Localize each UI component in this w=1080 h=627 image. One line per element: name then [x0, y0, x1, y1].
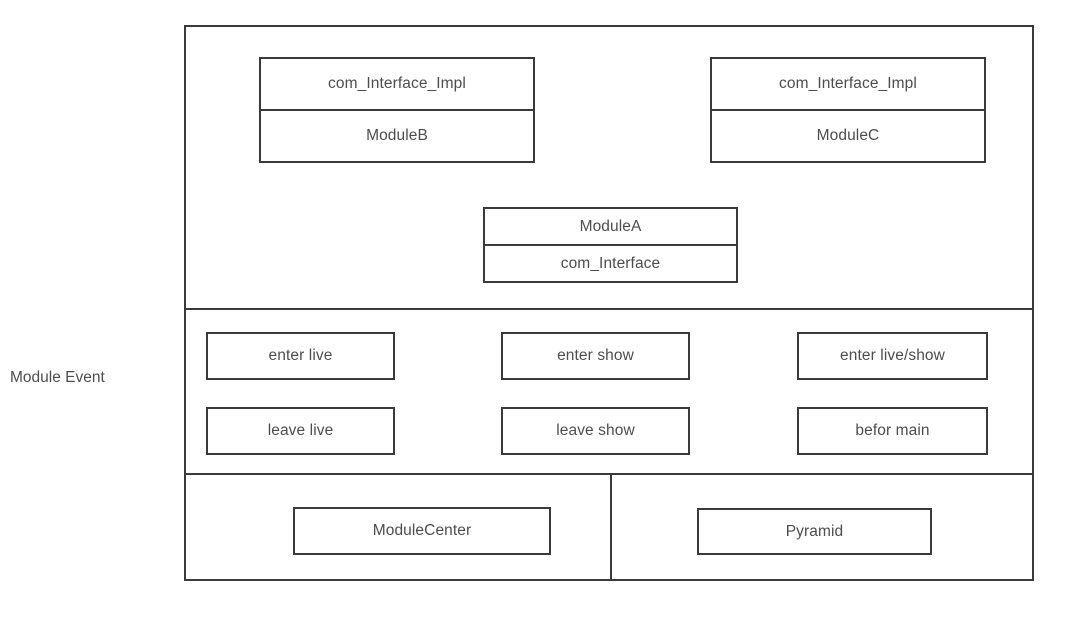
- module-box-modulea-name: ModuleA: [579, 217, 642, 235]
- module-box-moduleb[interactable]: com_Interface_Impl ModuleB: [259, 57, 535, 163]
- section-divider-core-vertical: [610, 473, 612, 581]
- event-box-enter-show-label: enter show: [557, 347, 634, 364]
- event-box-enter-live-show-label: enter live/show: [840, 347, 945, 364]
- event-box-befor-main-label: befor main: [855, 422, 930, 439]
- event-box-leave-show-label: leave show: [556, 422, 635, 439]
- module-box-modulec[interactable]: com_Interface_Impl ModuleC: [710, 57, 986, 163]
- event-box-befor-main[interactable]: befor main: [797, 407, 988, 455]
- module-box-modulea[interactable]: ModuleA com_Interface: [483, 207, 738, 283]
- module-box-moduleb-interface: com_Interface_Impl: [328, 75, 466, 92]
- module-box-modulec-name: ModuleC: [712, 109, 984, 161]
- section-divider-modules-events: [186, 308, 1032, 310]
- core-box-modulecenter-label: ModuleCenter: [372, 522, 472, 539]
- event-box-leave-live-label: leave live: [267, 422, 334, 439]
- module-box-modulec-interface: com_Interface_Impl: [779, 75, 917, 92]
- core-box-pyramid-label: Pyramid: [785, 522, 844, 540]
- module-event-label: Module Event: [10, 369, 105, 386]
- event-box-enter-live[interactable]: enter live: [206, 332, 395, 380]
- event-box-enter-live-label: enter live: [268, 347, 333, 364]
- module-box-modulea-interface: com_Interface: [485, 244, 736, 281]
- event-box-enter-live-show[interactable]: enter live/show: [797, 332, 988, 380]
- event-box-enter-show[interactable]: enter show: [501, 332, 690, 380]
- event-box-leave-show[interactable]: leave show: [501, 407, 690, 455]
- diagram-frame: com_Interface_Impl ModuleB com_Interface…: [184, 25, 1034, 581]
- core-box-modulecenter[interactable]: ModuleCenter: [293, 507, 551, 555]
- section-divider-events-core: [186, 473, 1032, 475]
- event-box-leave-live[interactable]: leave live: [206, 407, 395, 455]
- core-box-pyramid[interactable]: Pyramid: [697, 508, 932, 555]
- module-box-moduleb-name: ModuleB: [261, 109, 533, 161]
